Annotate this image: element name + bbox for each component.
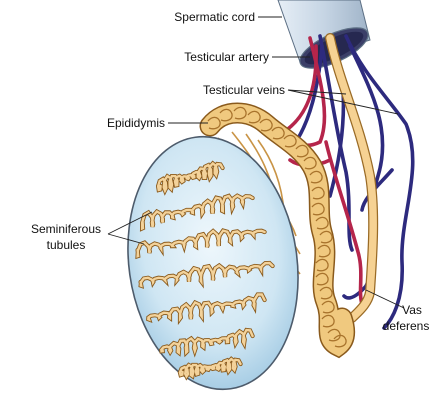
epididymis-coil xyxy=(283,134,297,148)
leader-lines xyxy=(107,16,405,309)
tubule-lobule-fill xyxy=(140,194,254,231)
epididymis-coil xyxy=(295,144,309,158)
epididymis-coil xyxy=(311,186,325,200)
epididymis-coil xyxy=(271,126,285,140)
vas-deferens xyxy=(325,33,379,323)
tubule-lobule-fill xyxy=(136,229,266,258)
epididymis-coil xyxy=(315,258,329,272)
epididymis-coil xyxy=(303,156,317,170)
epididymis-coil xyxy=(311,202,325,216)
epididymis-coil xyxy=(315,272,329,286)
testicular-veins-leader-2 xyxy=(287,89,399,115)
epididymis xyxy=(199,102,356,359)
epididymis-coil xyxy=(327,328,341,342)
epididymis-coil xyxy=(309,170,323,184)
tubule-lobule-fill xyxy=(147,293,266,323)
label-testicular-artery: Testicular artery xyxy=(184,50,269,64)
epididymis-coil xyxy=(259,118,273,132)
seminiferous-leader-1 xyxy=(107,211,153,235)
epididymis-coil xyxy=(319,286,333,300)
vas-deferens-leader xyxy=(365,289,405,309)
tubule-lobule-fill xyxy=(178,357,242,379)
epididymis-coil xyxy=(333,334,347,348)
tubule-lobule-fill xyxy=(160,328,254,356)
epididymis-coil xyxy=(219,108,233,122)
epididymis-coil xyxy=(233,106,247,120)
testicular-veins-leader-1 xyxy=(287,89,347,95)
testis xyxy=(127,135,299,391)
label-spermatic-cord: Spermatic cord xyxy=(174,10,255,24)
label-epididymis: Epididymis xyxy=(107,116,165,130)
label-vas-line2: deferens xyxy=(383,319,430,333)
epididymis-coil xyxy=(315,216,329,230)
epididymis-coil xyxy=(247,110,261,124)
seminiferous-tubules xyxy=(135,160,275,381)
epididymis-coil xyxy=(321,300,335,314)
epididymis-coil xyxy=(319,230,333,244)
label-seminiferous-line1: Seminiferous xyxy=(31,222,101,236)
label-testicular-veins: Testicular veins xyxy=(203,83,285,97)
label-vas-line1: Vas xyxy=(402,303,422,317)
epididymis-coil xyxy=(317,244,331,258)
tubule-lobule-fill xyxy=(139,261,274,288)
label-seminiferous-line2: tubules xyxy=(47,238,86,252)
tubule-lobule-fill xyxy=(156,161,224,194)
epididymis-coil xyxy=(207,116,221,130)
epididymis-coil xyxy=(321,314,335,328)
seminiferous-leader-2 xyxy=(107,233,145,245)
